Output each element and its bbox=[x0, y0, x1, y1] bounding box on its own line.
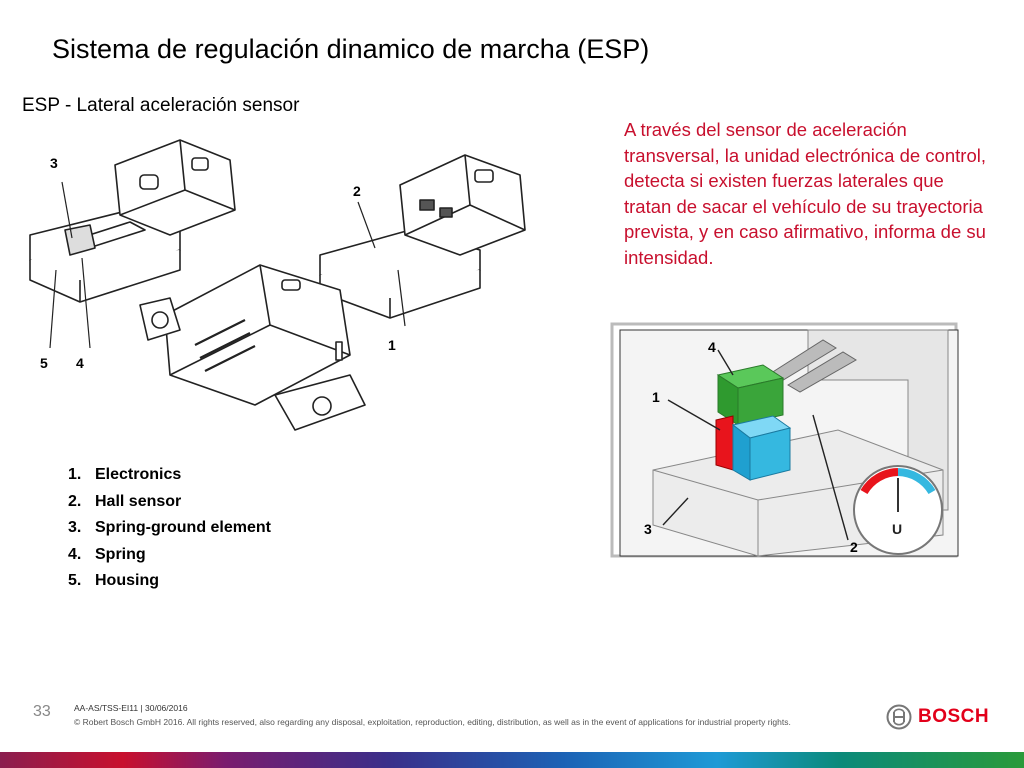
footer-color-bar bbox=[0, 752, 1024, 768]
illus-callout-4: 4 bbox=[708, 339, 716, 355]
illus-callout-1: 1 bbox=[652, 389, 660, 405]
description-text: A través del sensor de aceleración trans… bbox=[624, 119, 986, 268]
list-item: 1.Electronics bbox=[68, 466, 182, 483]
list-item: 2.Hall sensor bbox=[68, 492, 182, 510]
list-item: 3.Spring-ground element bbox=[68, 519, 271, 536]
list-item: 5.Housing bbox=[68, 572, 159, 589]
copyright-notice: © Robert Bosch GmbH 2016. All rights res… bbox=[74, 717, 791, 727]
callout-5: 5 bbox=[40, 355, 48, 371]
bosch-armature-icon bbox=[886, 704, 912, 730]
bosch-logo: BOSCH bbox=[886, 702, 989, 732]
callout-1: 1 bbox=[388, 337, 396, 353]
callout-3: 3 bbox=[50, 155, 58, 171]
parts-list: 1.Electronics 2.Hall sensor 3.Spring-gro… bbox=[68, 466, 271, 599]
list-item: 4.Spring bbox=[68, 545, 146, 563]
brand-name: BOSCH bbox=[918, 706, 990, 727]
sensor-color-illustration: U 4 1 3 2 bbox=[608, 320, 960, 560]
illus-callout-2: 2 bbox=[850, 539, 858, 555]
sensor-exploded-drawing: 3 2 5 4 1 bbox=[29, 139, 526, 431]
gauge-label: U bbox=[892, 521, 902, 537]
illus-callout-3: 3 bbox=[644, 521, 652, 537]
slide-title: Sistema de regulación dinamico de marcha… bbox=[52, 34, 650, 64]
page-number: 33 bbox=[33, 703, 51, 720]
callout-2: 2 bbox=[353, 183, 361, 199]
document-reference: AA-AS/TSS-EI11 | 30/06/2016 bbox=[74, 703, 188, 713]
callout-4: 4 bbox=[76, 355, 84, 371]
slide-subtitle: ESP - Lateral aceleración sensor bbox=[22, 95, 300, 116]
